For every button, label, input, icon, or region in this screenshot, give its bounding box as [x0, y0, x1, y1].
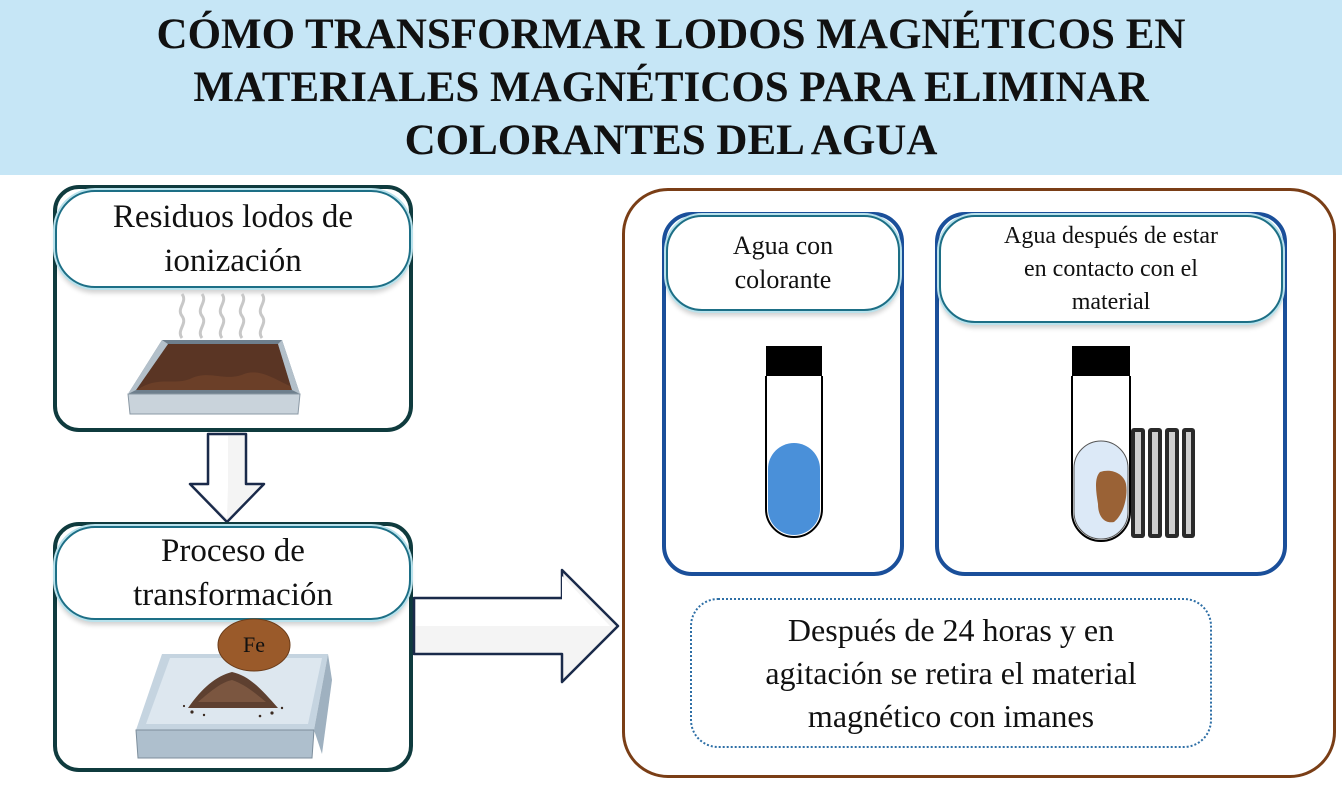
result-note-line-1: Después de 24 horas y en	[787, 611, 1115, 648]
sludge-powder-tray-illustration	[135, 618, 332, 759]
step-residuos-line-2: ionización	[164, 243, 302, 279]
right-arrow	[412, 568, 620, 684]
magnet-bars	[1131, 428, 1195, 538]
result-note-line-2: agitación se retira el material	[765, 654, 1137, 691]
title-line-1: CÓMO TRANSFORMAR LODOS MAGNÉTICOS EN	[156, 11, 1186, 58]
tube-treated-line-1: Agua después de estar	[1004, 222, 1218, 249]
title-line-3: COLORANTES DEL AGUA	[404, 117, 938, 164]
step-residuos-line-1: Residuos lodos de	[112, 199, 354, 235]
test-tube-with-dye	[765, 346, 823, 538]
step-transformacion-line-1: Proceso de	[161, 533, 305, 569]
page-title: CÓMO TRANSFORMAR LODOS MAGNÉTICOS EN MAT…	[0, 8, 1342, 167]
step-residuos-label: Residuos lodos de ionización	[55, 190, 411, 288]
tube-dye-line-1: Agua con	[732, 231, 834, 260]
fe-label: Fe	[243, 632, 265, 657]
title-line-2: MATERIALES MAGNÉTICOS PARA ELIMINAR	[193, 64, 1149, 111]
fe-ball	[217, 618, 291, 672]
steam-lines	[178, 293, 266, 339]
result-note: Después de 24 horas y en agitación se re…	[690, 598, 1212, 748]
tube-dye-line-2: colorante	[734, 265, 832, 294]
test-tube-with-magnet	[1071, 346, 1195, 542]
tube-dye-label: Agua con colorante	[666, 215, 900, 311]
steaming-sludge-tray-illustration	[127, 293, 301, 415]
tube-treated-label: Agua después de estar en contacto con el…	[939, 215, 1283, 323]
title-banner	[0, 0, 1342, 175]
tube-treated-line-3: material	[1071, 288, 1151, 315]
down-arrow	[188, 432, 266, 524]
result-note-line-3: magnético con imanes	[807, 697, 1095, 734]
tube-treated-line-2: en contacto con el	[1024, 255, 1198, 282]
step-transformacion-label: Proceso de transformación	[55, 526, 411, 620]
step-transformacion-line-2: transformación	[133, 577, 333, 613]
